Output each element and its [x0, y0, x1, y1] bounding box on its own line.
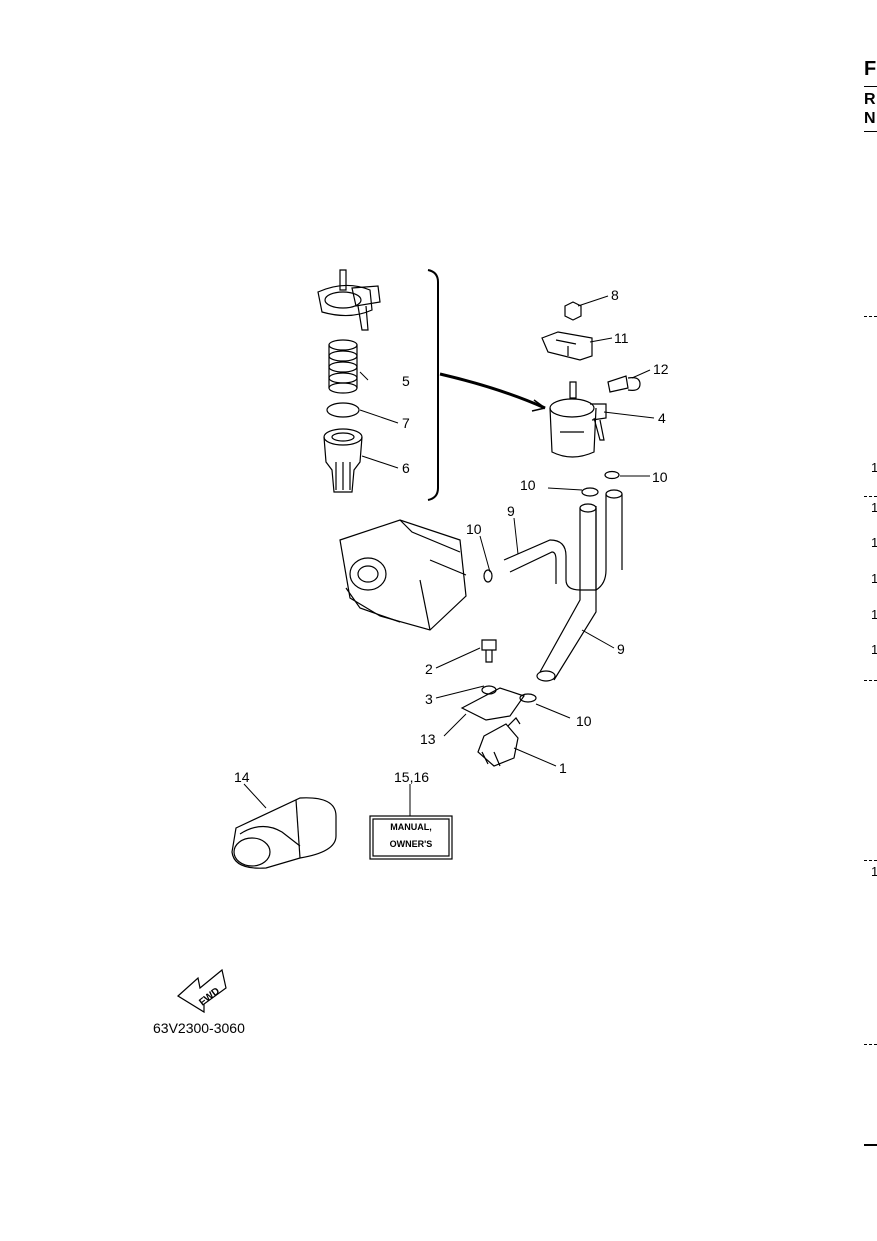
fuel-hose-part: [503, 489, 623, 682]
clip-part: [604, 470, 620, 480]
bolt-part: [607, 375, 641, 393]
clip-part: [483, 569, 493, 583]
callout-10: 10: [576, 713, 592, 729]
edge-number: 1: [871, 642, 877, 657]
leader-lines: [243, 295, 655, 816]
washer-part: [481, 685, 497, 695]
callout-10: 10: [466, 521, 482, 537]
o-ring-part: [326, 402, 360, 418]
filter-element-part: [328, 339, 358, 394]
edge-dash: [864, 680, 877, 681]
callout-9: 9: [507, 503, 515, 519]
callout-13: 13: [420, 731, 436, 747]
manual-label-line2: OWNER'S: [389, 839, 433, 849]
callout-11: 11: [614, 330, 629, 346]
fwd-arrow-icon: [177, 968, 227, 1014]
pump-bracket-part: [460, 687, 525, 721]
callout-14: 14: [234, 769, 250, 785]
screw-part: [481, 639, 497, 663]
callout-2: 2: [425, 661, 433, 677]
filter-cup-part: [323, 428, 363, 493]
callout-15-16: 15,16: [394, 769, 429, 785]
filter-bracket-part: [541, 331, 593, 361]
inset-bracket: [427, 269, 439, 501]
clip-part: [519, 693, 537, 703]
filter-cap-part: [317, 269, 381, 331]
owners-manual-part: [369, 815, 453, 860]
callout-3: 3: [425, 691, 433, 707]
callout-1: 1: [559, 760, 567, 776]
callout-9: 9: [617, 641, 625, 657]
callout-5: 5: [402, 373, 410, 389]
edge-letter-f: F: [864, 58, 877, 80]
edge-number: 1: [871, 500, 877, 515]
tape-part: [231, 797, 337, 869]
edge-number: 1: [871, 864, 877, 879]
edge-dash: [864, 860, 877, 861]
carburetor-part: [339, 519, 467, 631]
edge-dash: [864, 496, 877, 497]
edge-number: 1: [871, 535, 877, 550]
edge-dash: [864, 1044, 877, 1045]
owners-manual-label: MANUAL, OWNER'S: [372, 819, 450, 853]
edge-rule: [864, 1144, 877, 1146]
nut-part: [564, 301, 582, 321]
fwd-label: FWD: [197, 986, 222, 1009]
clip-part: [581, 487, 599, 497]
edge-number: 1: [871, 460, 877, 475]
edge-letter-r: R: [864, 91, 876, 108]
callout-6: 6: [402, 460, 410, 476]
edge-letter-n: N: [864, 110, 876, 127]
callout-8: 8: [611, 287, 619, 303]
edge-number: 1: [871, 571, 877, 586]
edge-dash: [864, 316, 877, 317]
callout-10: 10: [652, 469, 668, 485]
fuel-pump-part: [477, 717, 521, 767]
callout-7: 7: [402, 415, 410, 431]
callout-10: 10: [520, 477, 536, 493]
edge-rule: [864, 131, 877, 132]
drawing-code: 63V2300-3060: [153, 1020, 245, 1036]
edge-number: 1: [871, 607, 877, 622]
manual-label-line1: MANUAL,: [390, 822, 432, 832]
inset-arrow: [439, 372, 546, 410]
edge-rule: [864, 86, 877, 87]
callout-12: 12: [653, 361, 669, 377]
fuel-filter-part: [549, 381, 607, 458]
callout-4: 4: [658, 410, 666, 426]
